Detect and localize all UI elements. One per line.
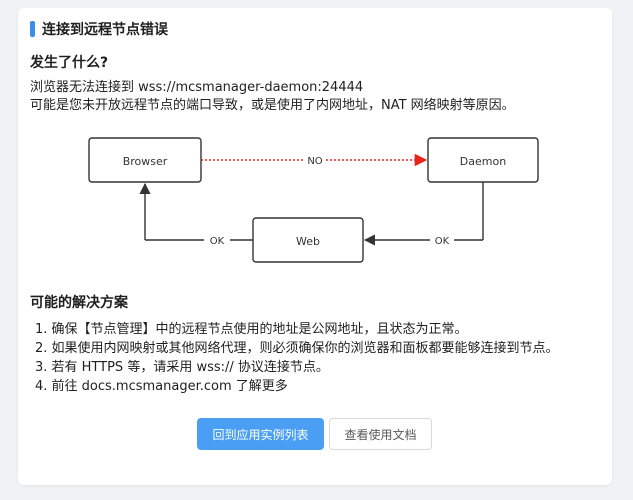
- list-item: 1. 确保【节点管理】中的远程节点使用的地址是公网地址，且状态为正常。: [35, 322, 468, 337]
- daemon-node: Daemon: [427, 137, 539, 183]
- browser-node: Browser: [88, 137, 202, 183]
- solutions-heading: 可能的解决方案: [30, 295, 128, 311]
- web-to-browser-arrow: OK: [139, 182, 253, 247]
- back-to-instances-button[interactable]: 回到应用实例列表: [197, 418, 324, 450]
- ok-right-label: OK: [435, 236, 450, 247]
- no-connection-arrow: NO: [201, 153, 428, 167]
- web-label: Web: [296, 235, 320, 248]
- connection-diagram: Browser Daemon Web NO OK: [88, 137, 539, 263]
- browser-label: Browser: [123, 155, 168, 168]
- list-item: 4. 前往 docs.mcsmanager.com 了解更多: [35, 379, 288, 394]
- title-accent-bar: [30, 21, 35, 37]
- ok-left-label: OK: [210, 236, 225, 247]
- view-docs-button[interactable]: 查看使用文档: [329, 418, 432, 450]
- error-card: 连接到远程节点错误 发生了什么? 浏览器无法连接到 wss://mcsmanag…: [18, 8, 612, 485]
- list-item: 2. 如果使用内网映射或其他网络代理，则必须确保你的浏览器和面板都要能够连接到节…: [35, 341, 559, 356]
- daemon-to-web-arrow: OK: [363, 182, 484, 247]
- solutions-list: 1. 确保【节点管理】中的远程节点使用的地址是公网地址，且状态为正常。 2. 如…: [35, 320, 559, 396]
- what-happened-line-1: 浏览器无法连接到 wss://mcsmanager-daemon:24444: [30, 80, 364, 95]
- card-header: 连接到远程节点错误: [30, 20, 168, 38]
- web-node: Web: [252, 217, 364, 263]
- list-item: 3. 若有 HTTPS 等，请采用 wss:// 协议连接节点。: [35, 360, 329, 375]
- what-happened-line-2: 可能是您未开放远程节点的端口导致，或是使用了内网地址，NAT 网络映射等原因。: [30, 98, 515, 113]
- card-title: 连接到远程节点错误: [42, 22, 168, 38]
- daemon-label: Daemon: [460, 155, 506, 168]
- no-label: NO: [307, 156, 322, 167]
- what-happened-heading: 发生了什么?: [30, 55, 109, 71]
